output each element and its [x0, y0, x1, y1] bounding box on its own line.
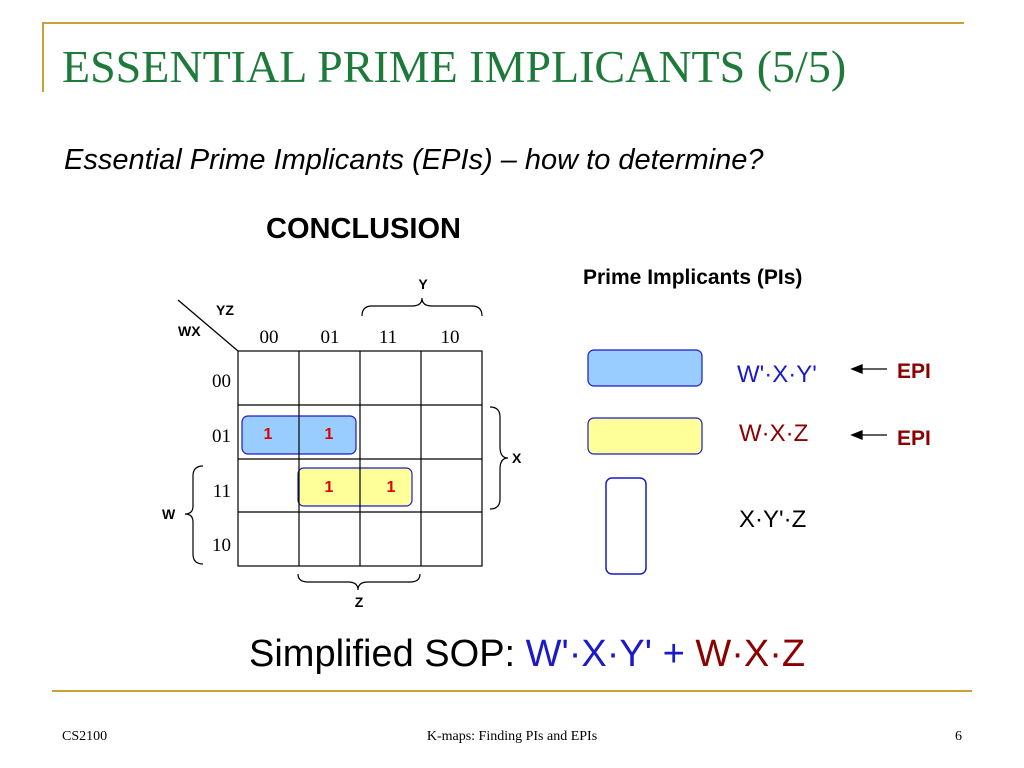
kmap-col-label: 01 [321, 327, 340, 348]
brace-y-label: Y [418, 276, 428, 292]
epi-label-2: EPI [897, 427, 931, 450]
kmap-col-var: YZ [216, 302, 234, 318]
pi-expr-2: W·X·Z [739, 420, 809, 447]
pi-expr-1: W'·X·Y' [737, 361, 817, 388]
kmap-col-label: 11 [379, 327, 397, 348]
frame-horizontal-line [42, 22, 964, 24]
brace-x-label: X [512, 450, 522, 466]
epi-label-1: EPI [897, 360, 931, 383]
epi-arrow-1 [850, 364, 887, 374]
frame-vertical-line [42, 22, 44, 92]
kmap-group-yellow [297, 467, 413, 507]
sop-plus: + [652, 633, 696, 675]
kmap-cell-one: 1 [325, 479, 334, 496]
footer-page-number: 6 [955, 729, 962, 744]
kmap-row-label: 01 [212, 426, 231, 447]
brace-w [184, 465, 204, 565]
slide-subtitle: Essential Prime Implicants (EPIs) – how … [64, 144, 764, 176]
kmap-row-label: 00 [212, 371, 231, 392]
footer-rule [52, 690, 972, 692]
kmap-row-label: 11 [213, 481, 231, 502]
sop-term-2: W·X·Z [695, 633, 806, 675]
kmap-cell-one: 1 [264, 426, 273, 443]
kmap-col-label: 10 [441, 327, 460, 348]
brace-y [361, 297, 483, 317]
pi-header: Prime Implicants (PIs) [583, 266, 803, 289]
kmap-corner-diagonal [177, 299, 239, 352]
pi-expr-3: X·Y'·Z [739, 506, 807, 533]
pi-shape-yellow [587, 417, 703, 455]
footer-topic: K-maps: Finding PIs and EPIs [426, 729, 598, 744]
brace-x [489, 406, 509, 510]
kmap-grid [237, 350, 483, 567]
sop-term-1: W'·X·Y' [525, 633, 653, 675]
pi-shape-blue [587, 349, 703, 387]
kmap-row-label: 10 [212, 535, 231, 556]
kmap-cell-one: 1 [387, 479, 396, 496]
brace-z-label: Z [355, 594, 364, 610]
kmap-row-var: WX [178, 323, 201, 339]
epi-arrow-2 [850, 430, 887, 440]
simplified-sop: Simplified SOP: W'·X·Y' + W·X·Z [249, 633, 805, 676]
brace-w-label: W [162, 506, 176, 522]
kmap-col-label: 00 [260, 327, 279, 348]
conclusion-heading: CONCLUSION [266, 213, 461, 245]
kmap-cell-one: 1 [325, 426, 334, 443]
pi-shape-vertical [605, 477, 647, 575]
sop-label: Simplified SOP: [249, 633, 526, 675]
footer-course: CS2100 [62, 729, 108, 744]
slide-title: ESSENTIAL PRIME IMPLICANTS (5/5) [62, 41, 847, 92]
brace-z [297, 573, 421, 591]
